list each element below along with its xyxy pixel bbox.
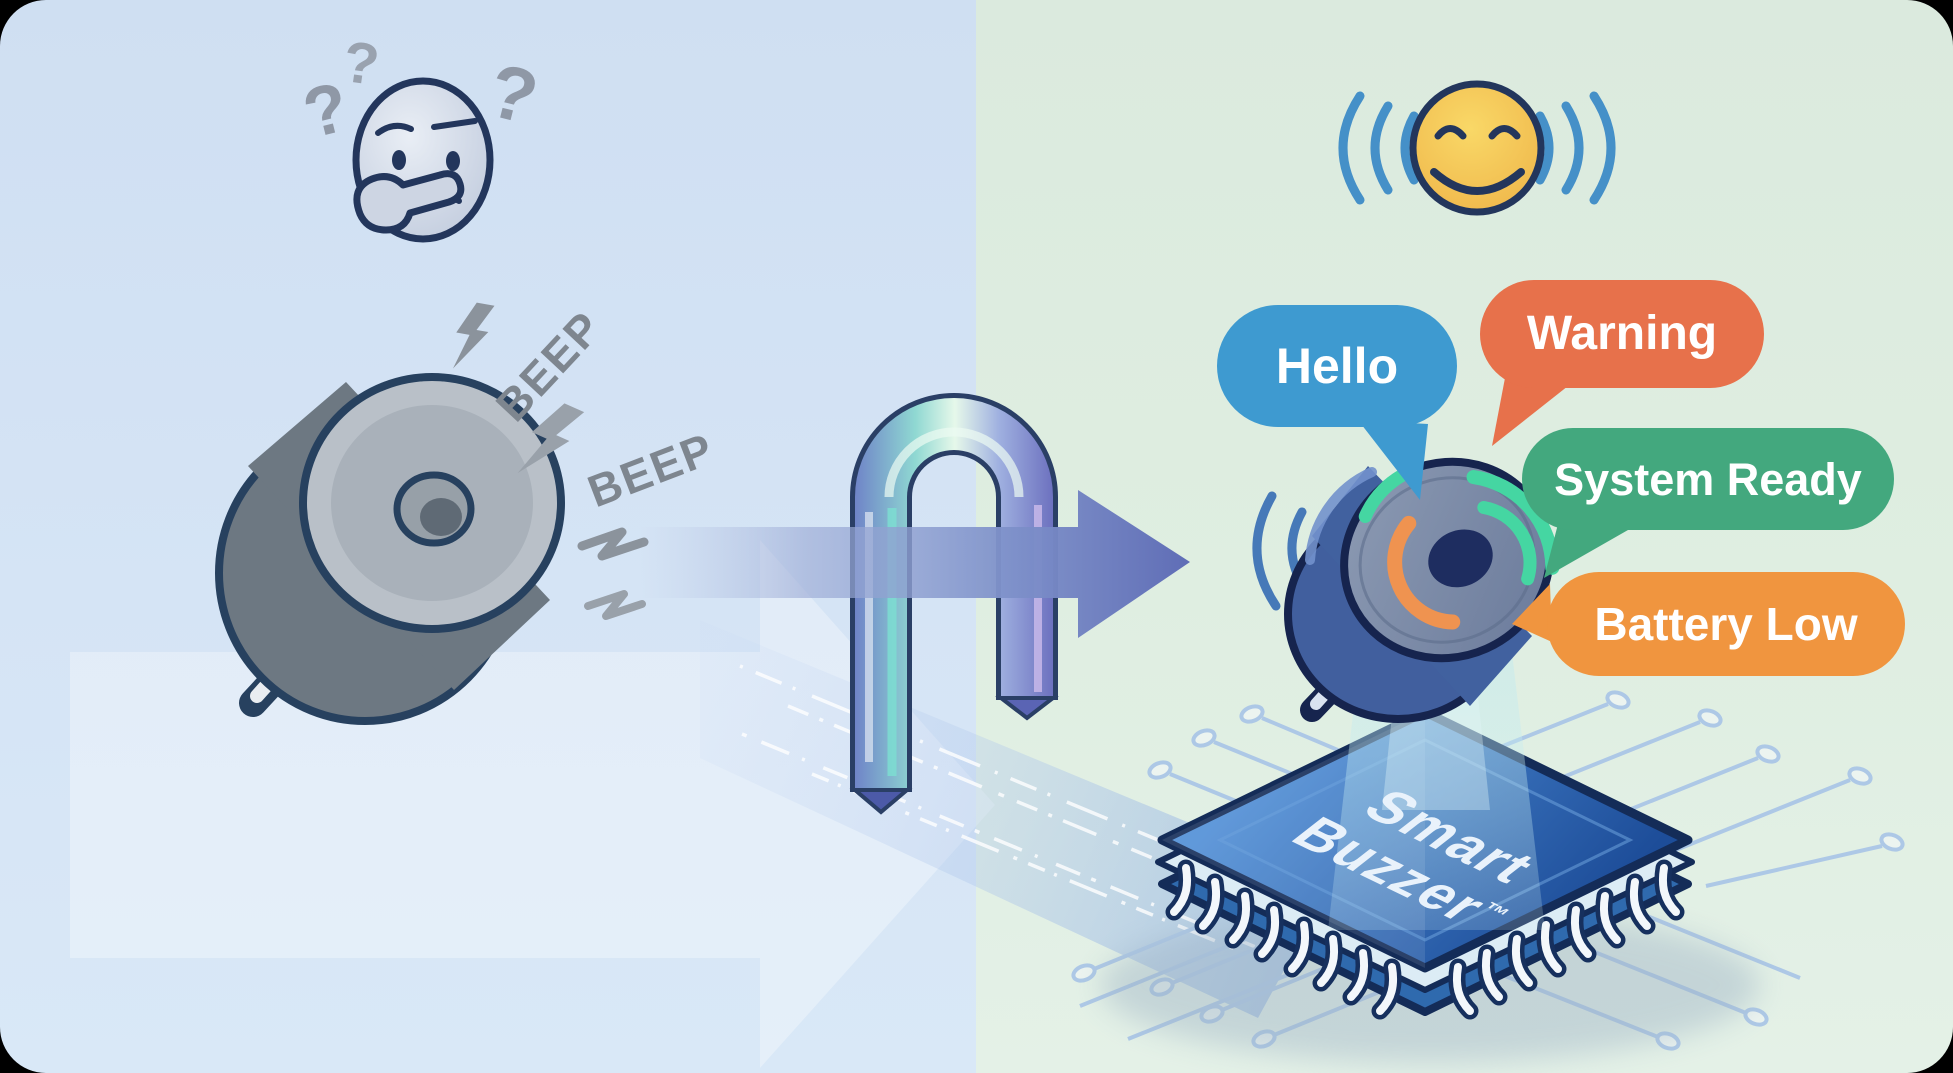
circuit-trace (1705, 844, 1883, 888)
lightning-bolt-icon (450, 300, 495, 374)
speech-bubble-battery-low: Battery Low (1547, 572, 1905, 676)
sound-waves-icon (1338, 91, 1616, 205)
zigzag-bolt-icon (584, 590, 646, 620)
circuit-node (1847, 766, 1873, 786)
happy-face-icon (1338, 80, 1616, 216)
circuit-node (1755, 744, 1781, 764)
circuit-node (1147, 760, 1173, 780)
zigzag-bolt-icon (577, 527, 649, 561)
transition-arrow-icon (640, 490, 1190, 638)
speech-bubble-warning: Warning (1480, 280, 1764, 388)
circuit-node (1191, 728, 1217, 748)
speech-bubble-tail (1492, 378, 1568, 446)
buzzer-hole (1428, 529, 1493, 588)
smart-arc-green (1477, 500, 1537, 586)
dumb-buzzer-icon (215, 373, 565, 725)
circuit-node (1605, 690, 1631, 710)
circuit-node (1697, 708, 1723, 728)
transform-arch-icon (849, 393, 1059, 815)
circuit-node (1743, 1007, 1769, 1027)
thinking-hand (353, 170, 465, 234)
smart-arc-green (1466, 470, 1560, 575)
speech-bubble-system-ready: System Ready (1522, 428, 1894, 530)
speech-bubble-tail (1358, 420, 1428, 500)
circuit-node (1879, 832, 1905, 852)
speech-bubble-tail (1544, 524, 1628, 578)
speech-bubble-tail (1512, 584, 1552, 642)
circuit-node (1071, 963, 1097, 983)
speech-bubble-hello: Hello (1217, 305, 1457, 427)
thinking-face-icon (352, 77, 494, 243)
smart-arc-orange (1387, 515, 1461, 630)
circuit-node (1239, 704, 1265, 724)
